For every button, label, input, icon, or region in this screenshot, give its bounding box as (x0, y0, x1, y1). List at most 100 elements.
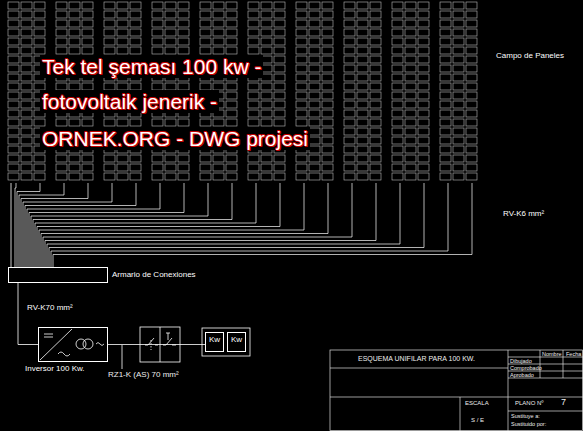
transformer-coil (83, 339, 93, 349)
panel-cell (117, 11, 128, 18)
panel-cell (440, 110, 451, 117)
panel-cell (370, 146, 381, 153)
panel-cell (322, 65, 333, 72)
panel-cell (405, 47, 416, 54)
table-cell: Nombre (542, 351, 562, 357)
panel-cell (440, 83, 451, 90)
panel-cell (117, 2, 128, 9)
panel-cell (165, 164, 176, 171)
panel-cell (34, 119, 45, 126)
panel-cell (466, 83, 477, 90)
panel-cell (344, 119, 355, 126)
panel-cell (453, 20, 464, 27)
panel-cell (357, 11, 368, 18)
panel-cell (104, 83, 115, 90)
panel-cell (370, 128, 381, 135)
panel-cell (370, 164, 381, 171)
panel-cell (405, 29, 416, 36)
panel-cell (392, 119, 403, 126)
ac-sign (96, 343, 104, 346)
panel-cell (248, 164, 259, 171)
watermark: ORNEK.ORG - DWG projesi (40, 127, 310, 150)
panel-cell (370, 110, 381, 117)
panel-cell (405, 20, 416, 27)
panel-cell (453, 155, 464, 162)
panel-cell (69, 155, 80, 162)
panel-cell (344, 11, 355, 18)
panel-cell (56, 119, 67, 126)
panel-cell (261, 101, 272, 108)
panel-cell (165, 47, 176, 54)
panel-cell (322, 110, 333, 117)
panel-cell (178, 38, 189, 45)
panel-cell (405, 101, 416, 108)
panel-cell (357, 164, 368, 171)
panel-cell (466, 164, 477, 171)
panel-cell (104, 38, 115, 45)
panel-cell (357, 74, 368, 81)
panel-cell (248, 2, 259, 9)
panel-cell (178, 155, 189, 162)
panel-cell (322, 20, 333, 27)
panel-cell (466, 173, 477, 180)
panel-cell (82, 47, 93, 54)
panel-cell (440, 56, 451, 63)
panel-cell (21, 110, 32, 117)
string-wire (53, 183, 472, 267)
panel-cell (466, 128, 477, 135)
panel-cell (405, 146, 416, 153)
panel-cell (466, 101, 477, 108)
panel-cell (69, 119, 80, 126)
panel-field (8, 2, 477, 180)
panel-cell (357, 146, 368, 153)
panel-cell (453, 38, 464, 45)
cable-label: RZ1-K (AS) 70 mm² (108, 371, 179, 380)
panel-cell (418, 155, 429, 162)
panel-cell (370, 119, 381, 126)
table-cell: Comprobado (510, 365, 542, 371)
panel-cell (200, 20, 211, 27)
panel-cell (418, 119, 429, 126)
panel-cell (248, 155, 259, 162)
panel-cell (440, 155, 451, 162)
panel-cell (322, 128, 333, 135)
panel-cell (344, 137, 355, 144)
panel-cell (405, 164, 416, 171)
panel-cell (82, 38, 93, 45)
panel-cell (130, 38, 141, 45)
panel-cell (322, 164, 333, 171)
panel-cell (82, 119, 93, 126)
panel-cell (418, 47, 429, 54)
panel-cell (274, 47, 285, 54)
panel-cell (440, 92, 451, 99)
panel-cell (418, 137, 429, 144)
panel-cell (56, 155, 67, 162)
panel-cell (8, 38, 19, 45)
drawing-title: ESQUEMA UNIFILAR PARA 100 KW. (358, 355, 475, 363)
panel-cell (453, 83, 464, 90)
panel-cell (261, 29, 272, 36)
panel-cell (8, 74, 19, 81)
panel-cell (296, 47, 307, 54)
panel-cell (248, 101, 259, 108)
panel-cell (130, 20, 141, 27)
node-label: Campo de Paneles (496, 52, 564, 61)
node-label: Kw (228, 336, 245, 345)
panel-cell (466, 47, 477, 54)
panel-cell (226, 38, 237, 45)
panel-cell (440, 2, 451, 9)
panel-cell (296, 74, 307, 81)
panel-cell (309, 128, 320, 135)
panel-cell (344, 74, 355, 81)
panel-cell (248, 29, 259, 36)
connection-cabinet: Armario de Conexiones (8, 267, 108, 283)
panel-cell (344, 38, 355, 45)
panel-cell (392, 56, 403, 63)
panel-cell (165, 11, 176, 18)
table-cell: Aprobado (510, 372, 534, 378)
panel-cell (418, 128, 429, 135)
panel-cell (370, 20, 381, 27)
panel-cell (56, 173, 67, 180)
panel-cell (309, 74, 320, 81)
